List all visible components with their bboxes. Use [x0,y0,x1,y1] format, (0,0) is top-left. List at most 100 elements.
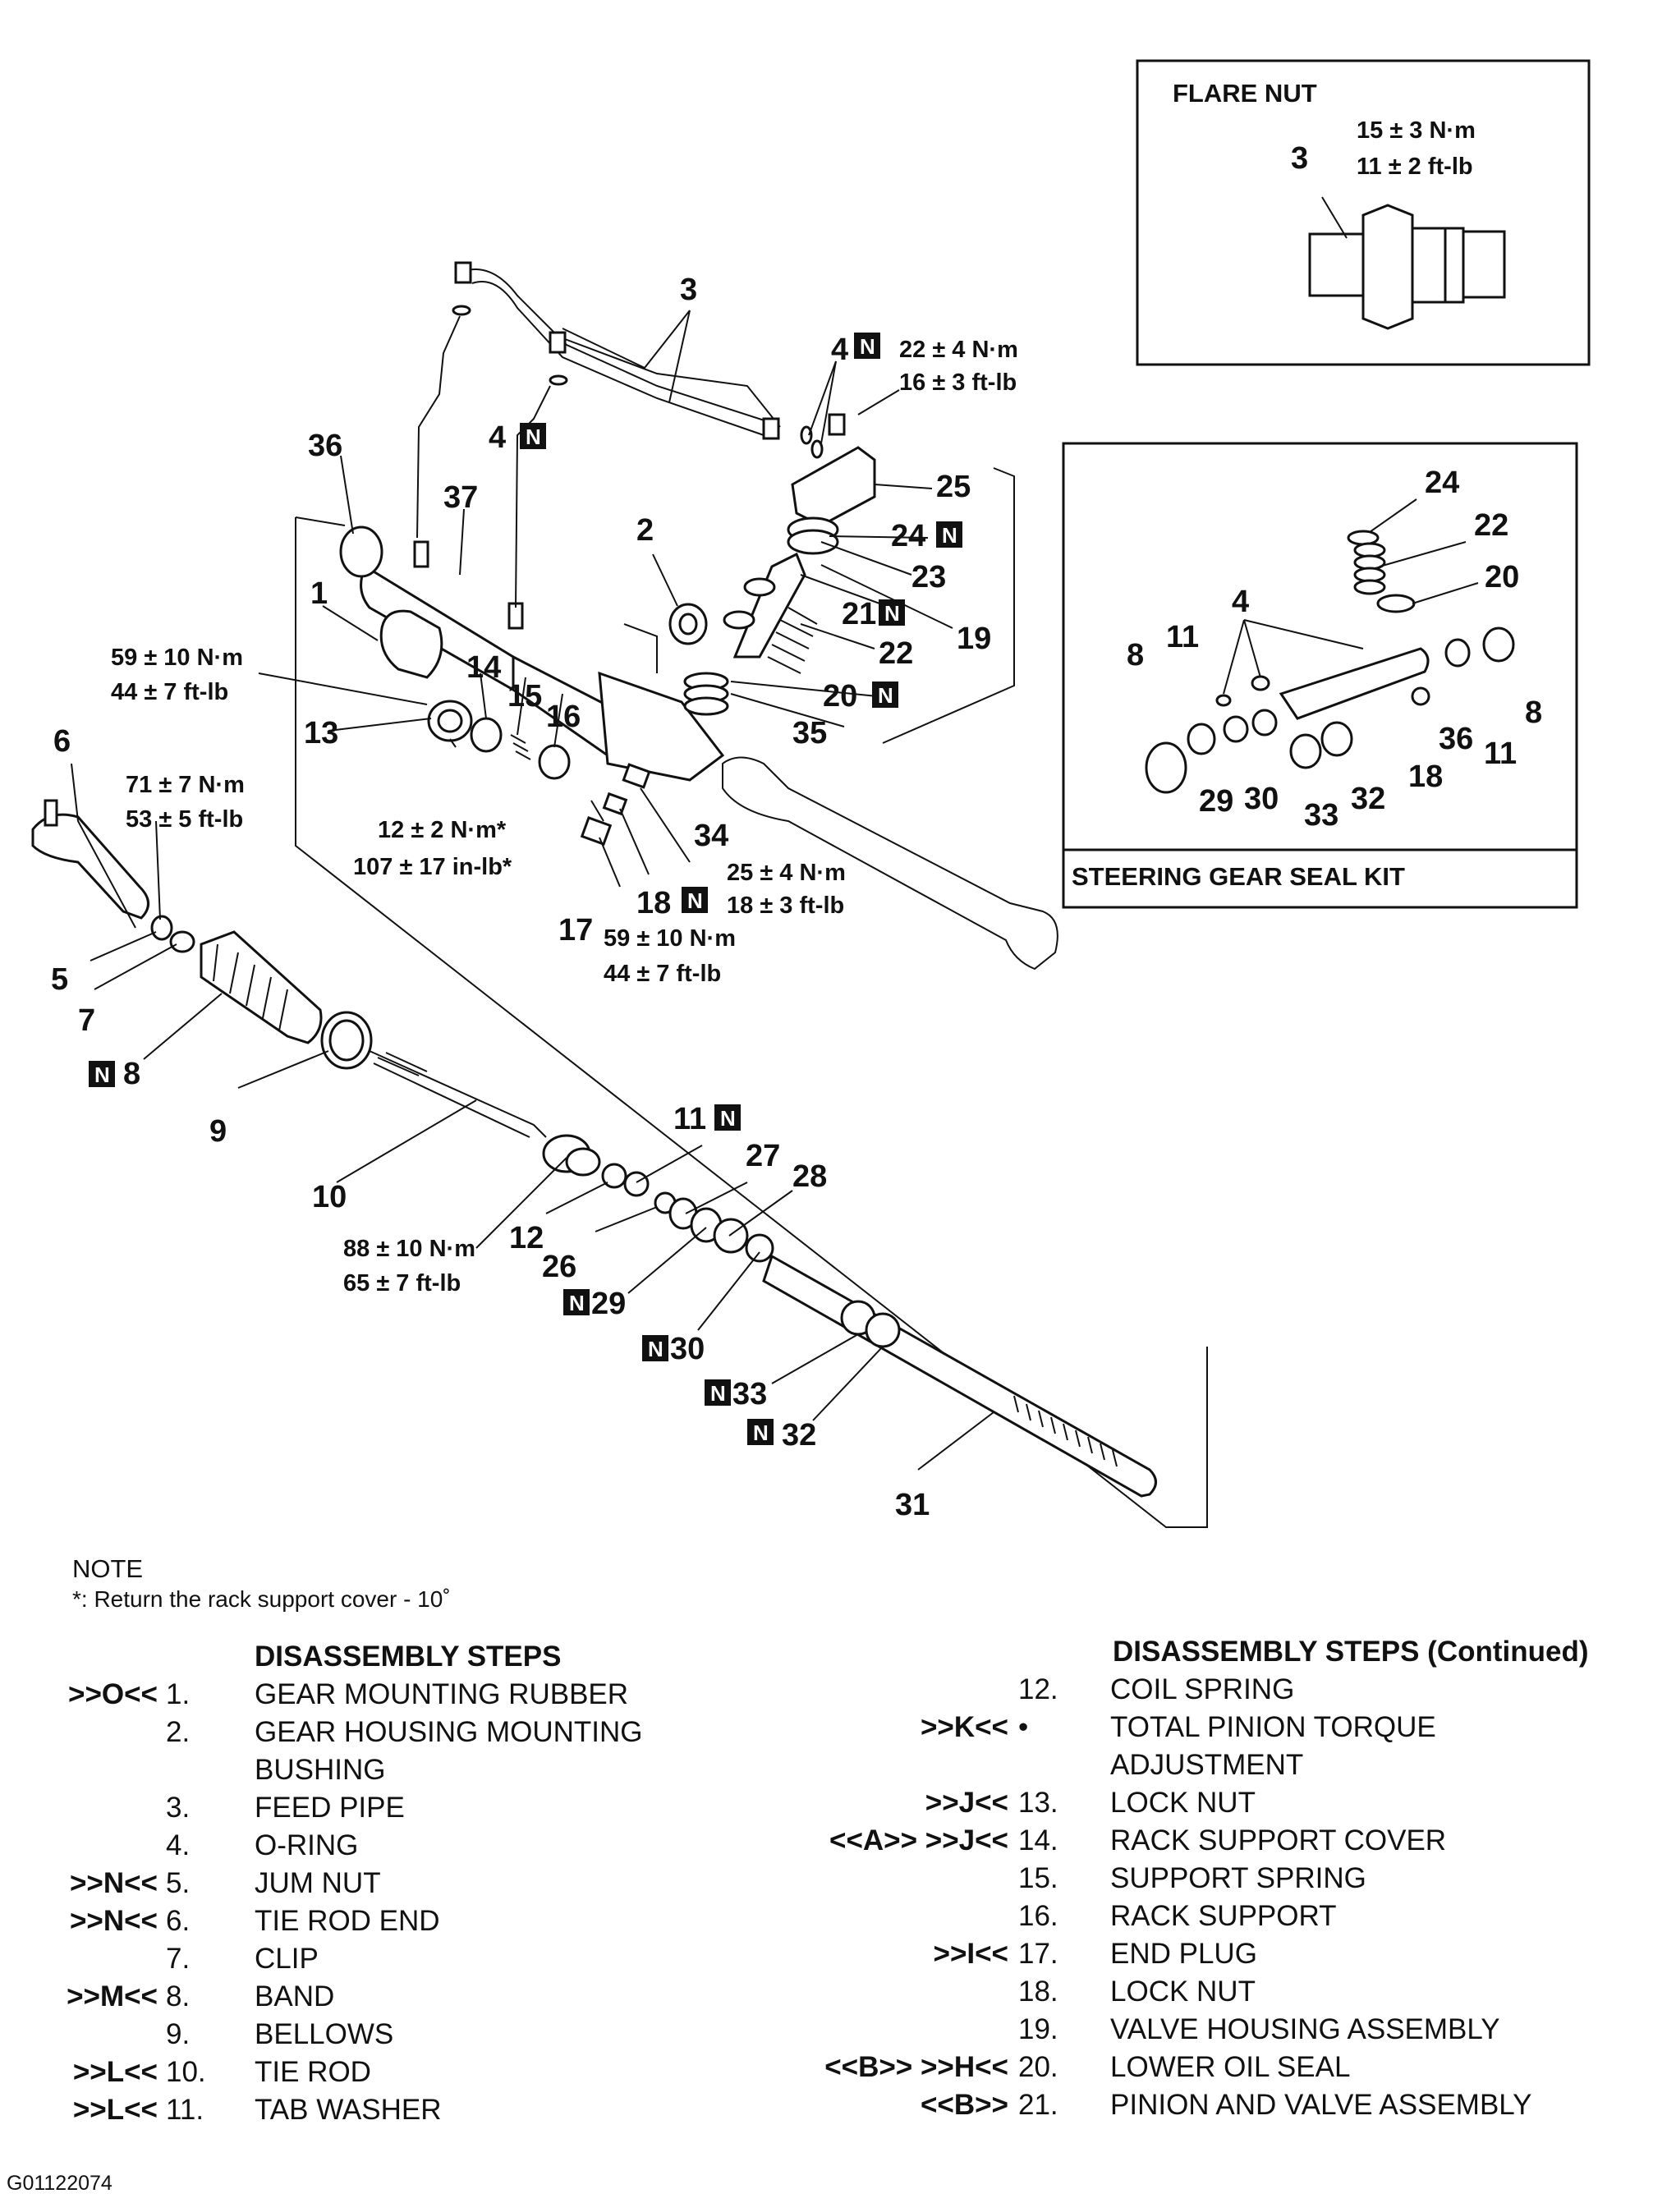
label-14: 14 [466,650,501,685]
step-number: 11. [166,2094,204,2126]
step-ref: >>I<< [0,1936,1008,1972]
step-number: 13. [1018,1787,1058,1819]
seal-kit-label-11a: 11 [1166,620,1199,654]
label-31: 31 [895,1488,930,1522]
torque-mount-nm: 59 ± 10 N·m [111,645,243,671]
label-12: 12 [509,1221,544,1255]
rack [654,1191,1157,1498]
label-36: 36 [308,429,342,463]
step-text: TOTAL PINION TORQUE [1110,1711,1436,1743]
label-33: 33 [732,1377,767,1411]
label-9: 9 [209,1114,227,1149]
new-mark-29: N [569,1291,585,1315]
label-18: 18 [636,886,671,920]
seal-kit-label-22: 22 [1474,508,1508,543]
label-15: 15 [507,679,542,714]
step-number: • [1018,1711,1029,1743]
step-number: 8. [166,1980,191,2012]
step-ref-code: >>N<< [69,1905,158,1937]
step-text: COIL SPRING [1110,1673,1295,1705]
label-22: 22 [879,636,913,671]
label-4-right: 4 [831,333,848,367]
tie-rod-end [31,799,195,953]
seal-kit-label-18: 18 [1408,760,1443,794]
torque-tre-nm: 71 ± 7 N·m [126,772,245,798]
step-number: 1. [166,1678,191,1710]
step-ref: >>L<< [0,2054,158,2090]
step-text: TIE ROD END [255,1905,440,1937]
seal-kit-title: STEERING GEAR SEAL KIT [1072,862,1405,891]
torque-lock-ft: 18 ± 3 ft-lb [727,893,844,919]
label-16: 16 [546,700,581,734]
label-10: 10 [312,1180,347,1214]
label-35: 35 [792,716,827,750]
label-27: 27 [746,1139,780,1173]
label-24: 24 [891,519,925,553]
new-mark-11: N [720,1106,736,1131]
part-labels: 3 4 4 36 37 2 1 25 24 23 21 22 19 20 35 … [51,273,991,1522]
label-26: 26 [542,1250,576,1284]
step-ref-code: >>K<< [920,1711,1008,1743]
step-ref: >>M<< [0,1979,158,2015]
flare-nut-drawing [1308,196,1506,330]
label-1: 1 [310,576,328,611]
label-37: 37 [443,480,478,515]
torque-specs: 22 ± 4 N·m 16 ± 3 ft-lb 59 ± 10 N·m 44 ±… [111,337,1018,1296]
step-text: O-RING [255,1829,359,1861]
seal-kit-label-29: 29 [1199,784,1233,819]
step-ref-code: >>N<< [69,1867,158,1899]
step-number: 21. [1018,2089,1058,2121]
step-ref [0,1898,1008,1934]
bellows [200,930,373,1070]
label-4-left: 4 [489,420,506,455]
label-3: 3 [680,273,697,307]
step-ref: <<A>> >>J<< [0,1823,1008,1859]
seal-kit-parts [1145,530,1515,794]
step-text: GEAR MOUNTING RUBBER [255,1678,629,1710]
torque-cover-in: 107 ± 17 in-lb* [353,854,512,880]
step-number: 12. [1018,1673,1058,1705]
step-ref: >>N<< [0,1903,158,1939]
step-text: VALVE HOUSING ASSEMBLY [1110,2013,1500,2045]
step-number: 14. [1018,1824,1058,1856]
step-ref-code: >>J<< [925,1787,1008,1819]
step-number: 9. [166,2018,191,2050]
step-text: CLIP [255,1943,319,1975]
group-outline [295,467,1208,1528]
step-text: LOCK NUT [1110,1787,1256,1819]
step-text: TIE ROD [255,2056,371,2088]
step-number: 16. [1018,1900,1058,1932]
step-text: TAB WASHER [255,2094,442,2126]
step-ref [0,1747,1008,1783]
label-19: 19 [957,622,991,656]
label-34: 34 [694,819,728,853]
step-number: 6. [166,1905,191,1937]
flare-nut-torque-nm: 15 ± 3 N·m [1357,117,1476,144]
steps-left-heading: DISASSEMBLY STEPS [255,1641,562,1673]
figure-code: G01122074 [7,2172,112,2195]
note-text: *: Return the rack support cover - 10˚ [72,1586,451,1612]
step-text: JUM NUT [255,1867,381,1899]
seal-kit-label-8a: 8 [1127,638,1144,672]
step-ref: >>L<< [0,2092,158,2128]
seal-kit-label-32: 32 [1351,782,1385,816]
step-text: ADJUSTMENT [1110,1749,1304,1781]
label-23: 23 [911,560,946,594]
step-text: PINION AND VALVE ASSEMBLY [1110,2089,1532,2121]
step-number: 5. [166,1867,191,1899]
step-number: 10. [166,2056,206,2088]
new-mark-24: N [942,523,957,548]
seal-kit-box: STEERING GEAR SEAL KIT 24 22 20 4 8 11 [1062,442,1578,909]
label-29: 29 [591,1287,626,1321]
step-number: 18. [1018,1976,1058,2008]
new-mark-30: N [648,1337,663,1361]
label-6: 6 [53,724,71,759]
torque-feed-nm: 22 ± 4 N·m [899,337,1018,363]
flare-nut-part-label: 3 [1291,141,1308,176]
seal-kit-label-11b: 11 [1484,737,1517,771]
label-7: 7 [78,1003,95,1038]
label-2: 2 [636,513,654,548]
valve-housing [683,446,876,716]
step-text: BAND [255,1980,335,2012]
step-ref-code: >>I<< [933,1938,1008,1970]
